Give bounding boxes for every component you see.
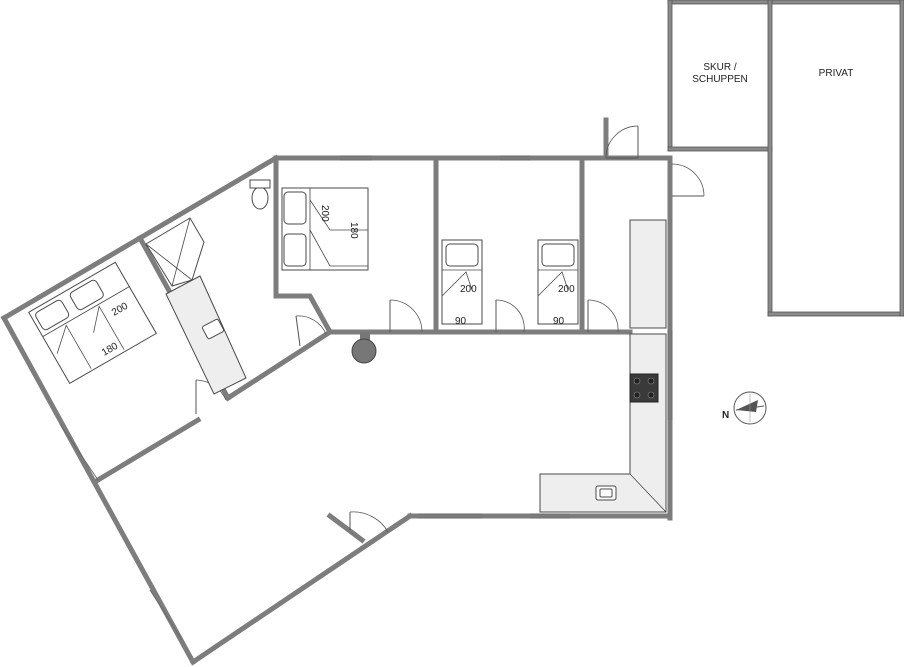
kitchen	[539, 219, 667, 513]
toilet-icon	[251, 186, 269, 210]
single-bed-2	[537, 239, 579, 325]
outbuilding	[667, 0, 904, 317]
tall-cabinet	[629, 219, 667, 329]
double-bed-left	[28, 261, 157, 385]
single-bed-1	[441, 239, 483, 325]
bed-single2-length: 200	[558, 284, 575, 295]
bed-single1-length: 200	[460, 284, 477, 295]
shower-icon	[145, 217, 205, 287]
bed-top-length: 200	[319, 205, 330, 222]
hob-icon	[629, 373, 659, 403]
stove-icon	[351, 332, 377, 364]
bed-top-width: 180	[348, 222, 359, 239]
private-label: PRIVAT	[819, 68, 854, 79]
bed-single2-width: 90	[553, 316, 565, 327]
compass-icon	[733, 391, 767, 425]
shed-label-line2: SCHUPPEN	[692, 74, 748, 85]
basin-icon	[201, 318, 225, 340]
bathroom	[145, 179, 271, 395]
double-bed-top	[281, 187, 369, 271]
windows	[59, 155, 673, 641]
exterior-walls	[0, 117, 673, 666]
doors	[195, 125, 705, 533]
compass-north-label: N	[722, 410, 729, 421]
kitchen-counter	[539, 333, 667, 513]
bed-single1-width: 90	[455, 316, 467, 327]
shed-label-line1: SKUR /	[703, 62, 737, 73]
